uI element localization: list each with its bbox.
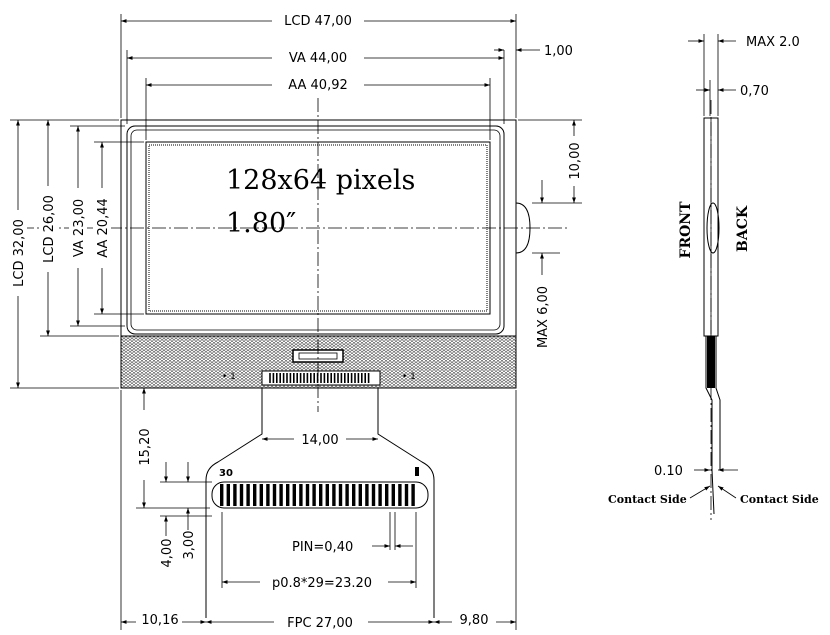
fpc-pin (352, 484, 356, 506)
side-fpc (705, 336, 713, 470)
fpc-pin (319, 484, 323, 506)
fpc-pin (253, 484, 257, 506)
display-resolution-text: 128x64 pixels (226, 165, 415, 196)
fpc-pin (391, 484, 395, 506)
dim-left-margin: 10,16 (141, 613, 178, 628)
side-max-thickness: MAX 2.0 (746, 35, 800, 50)
dim-pin-width: PIN=0,40 (292, 540, 353, 555)
fpc-contact-pins (220, 484, 415, 506)
fpc-pin (332, 484, 336, 506)
dim-lcd-height: LCD 32,00 (12, 219, 27, 287)
side-fpc-thickness: 0.10 (654, 464, 683, 479)
fpc-pin (398, 484, 402, 506)
dim-side-offset: 10,00 (568, 142, 583, 179)
fpc-pin (404, 484, 409, 506)
dim-fpc-length: 15,20 (138, 428, 153, 465)
fpc-pin (305, 484, 310, 506)
dim-va-width: VA 44,00 (289, 51, 347, 66)
fpc-pin (385, 484, 389, 506)
ledge-mark-right: • 1 (402, 372, 416, 382)
dim-offset-top: 1,00 (544, 44, 573, 59)
pin-first-label: 30 (219, 468, 233, 479)
side-connector-bump (706, 202, 720, 254)
bond-pad-lines (269, 373, 370, 383)
fpc-outline (205, 388, 435, 618)
fpc-pin (371, 484, 376, 506)
pin-1-marker (415, 467, 419, 476)
dim-va-height: VA 23,00 (72, 199, 87, 257)
dim-pin-offset-a: 4,00 (160, 539, 175, 568)
fpc-pin (365, 484, 369, 506)
dim-max-height: MAX 6,00 (536, 286, 551, 348)
fpc-pin (239, 484, 244, 506)
fpc-pin (246, 484, 250, 506)
dim-lcd-height-inner: LCD 26,00 (42, 195, 57, 263)
dim-pin-pitch: p0.8*29=23.20 (272, 576, 372, 591)
fpc-pin (233, 484, 237, 506)
dim-fpc-width: FPC 27,00 (287, 616, 353, 631)
fpc-pin (266, 484, 270, 506)
ledge-mark-left: • 1 (222, 372, 236, 382)
fpc-pin (272, 484, 277, 506)
dim-aa-width: AA 40,92 (288, 78, 348, 93)
fpc-pin (325, 484, 329, 506)
fpc-pin (338, 484, 343, 506)
fpc-pin (279, 484, 283, 506)
side-front-label: FRONT (678, 201, 694, 259)
fpc-pin (345, 484, 349, 506)
front-view: • 1 • 1 30 128x64 pixels 1.80″ LCD 47,00… (9, 12, 583, 631)
side-view: MAX 2.0 0,70 FRONT BACK 0.10 Contact Sid… (608, 34, 819, 520)
fpc-pin (286, 484, 290, 506)
dim-lcd-width: LCD 47,00 (284, 14, 352, 29)
dim-right-margin: 9,80 (460, 613, 489, 628)
dim-aa-height: AA 20,44 (96, 198, 111, 258)
side-glass-thickness: 0,70 (740, 84, 769, 99)
viewing-area-frame (126, 125, 505, 335)
fpc-pin (299, 484, 303, 506)
fpc-pin (226, 484, 230, 506)
fpc-pin (358, 484, 362, 506)
side-contact-left: Contact Side (608, 493, 687, 506)
side-contact-right: Contact Side (740, 493, 819, 506)
fpc-pin (259, 484, 263, 506)
dim-pin-offset-b: 3,00 (182, 531, 197, 560)
fpc-contact-area (211, 481, 429, 509)
display-size-text: 1.80″ (226, 208, 296, 239)
fpc-pin (411, 484, 415, 506)
fpc-pin (378, 484, 382, 506)
fpc-pin (312, 484, 316, 506)
fpc-pin (220, 484, 224, 506)
dim-fpc-neck: 14,00 (301, 433, 338, 448)
side-back-label: BACK (735, 205, 751, 252)
fpc-pin (292, 484, 296, 506)
viewing-area-inner (130, 129, 501, 331)
